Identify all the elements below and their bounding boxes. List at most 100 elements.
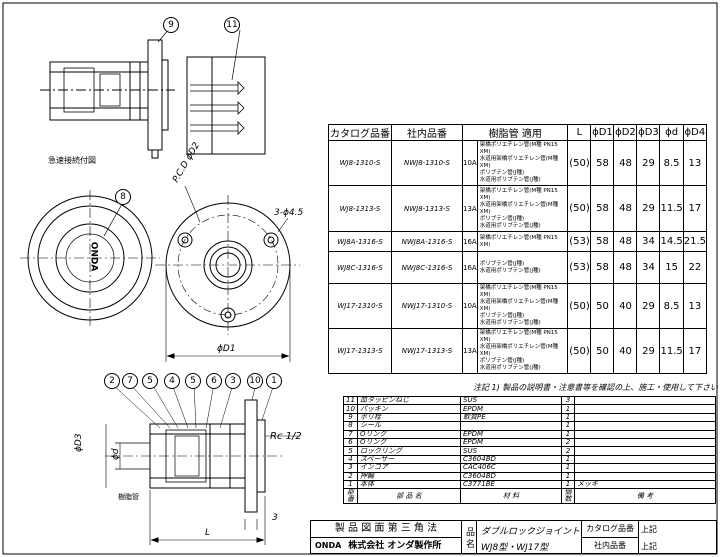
title-block: 製 品 図 面 第 三 角 法 ONDA 株式会社 オンダ製作所 品 名 ダブル…: [310, 520, 717, 554]
spec-d2: 48: [613, 231, 638, 252]
part-remark: [574, 446, 716, 456]
spec-d4: 13: [682, 283, 708, 329]
parts-footer-no: 部番: [343, 488, 358, 505]
callout-5b: 5: [185, 373, 201, 389]
part-qty: 3: [561, 395, 575, 406]
part-remark: [574, 395, 716, 406]
spec-size: 13A: [462, 185, 478, 232]
spec-materials: ポリブテン管(J種)水道用ポリブテン管(J種): [476, 251, 569, 284]
part-no: 5: [343, 446, 358, 456]
rc-label: Rc 1/2: [270, 431, 302, 442]
spec-material: ポリブテン管(J種): [479, 313, 525, 319]
spec-d1: 58: [590, 251, 615, 284]
spec-material: 水道用架橋ポリエチレン管(M種 XM): [479, 344, 559, 357]
spec-material: 水道用ポリブテン管(J種): [479, 177, 541, 183]
spec-catalog: WJ8C-1316-S: [328, 251, 392, 284]
callout-4: 4: [164, 373, 180, 389]
spec-header-d4: ϕD4: [682, 124, 708, 141]
spec-material: 架橋ポリエチレン管(M種 PN15 XM): [479, 285, 558, 298]
spec-catalog: WJ17-1310-S: [328, 283, 392, 329]
spec-d1: 58: [590, 185, 615, 232]
spec-l: (50): [567, 283, 592, 329]
spec-internal: NWJ17-1313-S: [391, 328, 463, 374]
spec-header-internal: 社内品番: [391, 124, 463, 141]
callout-10: 10: [247, 373, 263, 389]
part-material: 軟質PE: [460, 412, 562, 423]
spec-d: 11.5: [659, 328, 684, 374]
hole-label: 3-ϕ4.5: [274, 208, 304, 218]
spec-l: (53): [567, 231, 592, 252]
spec-header-catalog: カタログ品番: [328, 124, 392, 141]
spec-d1: 58: [590, 231, 615, 252]
part-remark: [574, 421, 716, 431]
part-material: EPDM: [460, 437, 562, 448]
screw-detail: [186, 29, 266, 155]
spec-row: WJ8C-1316-S NWJ8C-1316-S 16A ポリブテン管(J種)水…: [328, 251, 708, 284]
onda-logo: ONDA: [315, 541, 342, 550]
internal-no-label: 社内品番: [581, 538, 639, 553]
part-name: 本体: [357, 479, 461, 490]
spec-d3: 29: [636, 140, 661, 186]
spec-d4: 13: [682, 140, 708, 186]
spec-material: ポリブテン管(J種): [479, 215, 525, 222]
spec-d3: 29: [636, 185, 661, 232]
spec-d2: 48: [613, 185, 638, 232]
spec-header-d: ϕd: [659, 124, 684, 141]
part-remark: メッキ: [574, 479, 716, 490]
spec-d4: 17: [682, 328, 708, 374]
spec-d2: 48: [613, 140, 638, 186]
spec-d3: 29: [636, 328, 661, 374]
spec-d3: 29: [636, 283, 661, 329]
disc-text: ONDA: [88, 241, 99, 272]
part-name: シール: [357, 421, 461, 431]
spec-catalog: WJ17-1313-S: [328, 328, 392, 374]
part-qty: 1: [561, 421, 575, 431]
spec-d: 14.5: [659, 231, 684, 252]
l-label: L: [205, 528, 211, 538]
callout-11: 11: [224, 17, 240, 33]
spec-internal: NWJ17-1310-S: [391, 283, 463, 329]
part-remark: [574, 437, 716, 448]
spec-materials: 架橋ポリエチレン管(M種 PN15 XM)水道用架橋ポリエチレン管(M種 XM)…: [476, 328, 569, 374]
spec-internal: NWJ8-1313-S: [391, 185, 463, 232]
part-name: 皿タッピンねじ: [357, 395, 461, 406]
spec-header-l: L: [567, 124, 592, 141]
part-remark: [574, 404, 716, 414]
part-qty: 1: [561, 463, 575, 473]
part-material: [460, 421, 562, 431]
part-material: SUS: [460, 446, 562, 456]
company-name: 株式会社 オンダ製作所: [348, 541, 442, 551]
spec-l: (53): [567, 251, 592, 284]
spec-catalog: WJ8-1313-S: [328, 185, 392, 232]
part-no: 3: [343, 463, 358, 473]
spec-d: 15: [659, 251, 684, 284]
part-material: C3771BE: [460, 479, 562, 490]
spec-row: WJ17-1310-S NWJ17-1310-S 10A 架橋ポリエチレン管(M…: [328, 283, 708, 329]
spec-d: 8.5: [659, 283, 684, 329]
spec-material: ポリブテン管(J種): [479, 260, 525, 267]
spec-l: (50): [567, 140, 592, 186]
spec-l: (50): [567, 185, 592, 232]
front-view-label: 急速接続付図: [48, 156, 96, 165]
spec-material: 架橋ポリエチレン管(M種 PN15 XM): [479, 330, 558, 343]
spec-d3: 34: [636, 231, 661, 252]
spec-d2: 40: [613, 328, 638, 374]
spec-catalog: WJ8A-1316-S: [328, 231, 392, 252]
internal-no-value: 上記: [641, 542, 657, 551]
part-remark: [574, 463, 716, 473]
spec-header-d3: ϕD3: [636, 124, 661, 141]
spec-material: 水道用ポリブテン管(J種): [479, 320, 541, 326]
spec-size: 16A: [462, 251, 478, 284]
spec-d: 11.5: [659, 185, 684, 232]
callout-5a: 5: [142, 373, 158, 389]
spec-size: 16A: [462, 231, 478, 252]
spec-row: WJ8-1310-S NWJ8-1310-S 10A 架橋ポリエチレン管(M種 …: [328, 140, 708, 186]
